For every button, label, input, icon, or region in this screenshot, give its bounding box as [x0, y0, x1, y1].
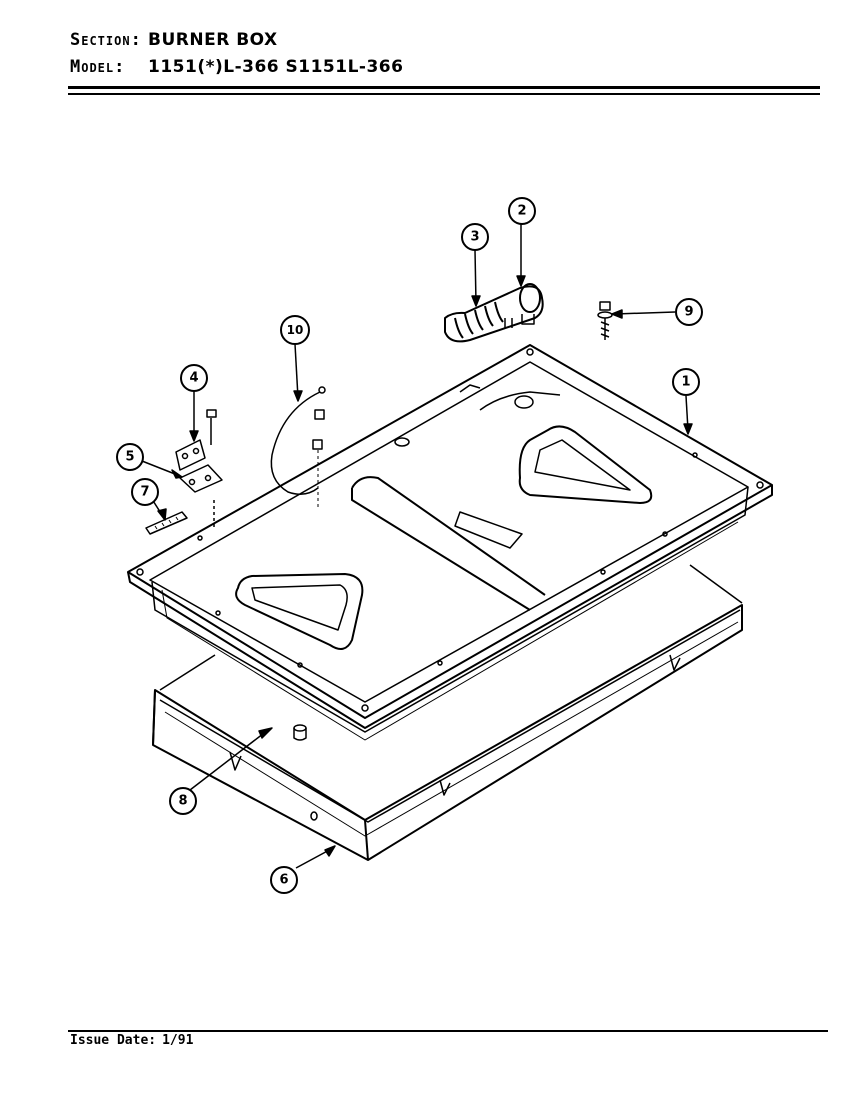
burner-top-plate	[127, 344, 773, 741]
screw-9	[597, 301, 613, 340]
model-label: Model:	[70, 57, 126, 77]
issue-date-value: 1/91	[162, 1033, 194, 1048]
callout-5: 5	[116, 443, 144, 471]
callout-6-number: 6	[279, 873, 288, 888]
bracket-4	[175, 439, 206, 471]
section-heading: Section: BURNER BOX	[70, 30, 278, 50]
model-value: 1151(*)L-366 S1151L-366	[148, 57, 404, 77]
model-heading: Model: 1151(*)L-366 S1151L-366	[70, 57, 403, 77]
callout-8: 8	[169, 787, 197, 815]
callout-9-number: 9	[684, 305, 693, 320]
callout-8-number: 8	[178, 794, 187, 809]
callout-2-number: 2	[517, 204, 526, 219]
gas-spud-assembly	[444, 283, 544, 343]
section-value: BURNER BOX	[148, 30, 278, 50]
header-rule-thin	[68, 93, 820, 95]
footer-rule	[68, 1030, 828, 1032]
callout-9: 9	[675, 298, 703, 326]
callout-4-number: 4	[189, 371, 198, 386]
callout-2: 2	[508, 197, 536, 225]
issue-date: Issue Date: 1/91	[70, 1033, 193, 1048]
callout-6: 6	[270, 866, 298, 894]
callout-10: 10	[280, 315, 310, 345]
callout-3: 3	[461, 223, 489, 251]
grommet-8	[293, 724, 307, 741]
callout-1: 1	[672, 368, 700, 396]
callout-3-number: 3	[470, 230, 479, 245]
callout-7: 7	[131, 478, 159, 506]
leader-lines	[141, 224, 693, 869]
header-rule-thick	[68, 86, 820, 89]
callout-7-number: 7	[140, 485, 149, 500]
screw-bracket	[206, 409, 217, 530]
section-label: Section:	[70, 30, 142, 50]
strip-7	[145, 511, 188, 535]
callout-4: 4	[180, 364, 208, 392]
callout-1-number: 1	[681, 375, 690, 390]
issue-date-label: Issue Date:	[70, 1033, 157, 1048]
bracket-5	[179, 464, 223, 493]
callout-10-number: 10	[287, 323, 304, 337]
callout-5-number: 5	[125, 450, 134, 465]
wire-lead-10	[270, 386, 326, 510]
